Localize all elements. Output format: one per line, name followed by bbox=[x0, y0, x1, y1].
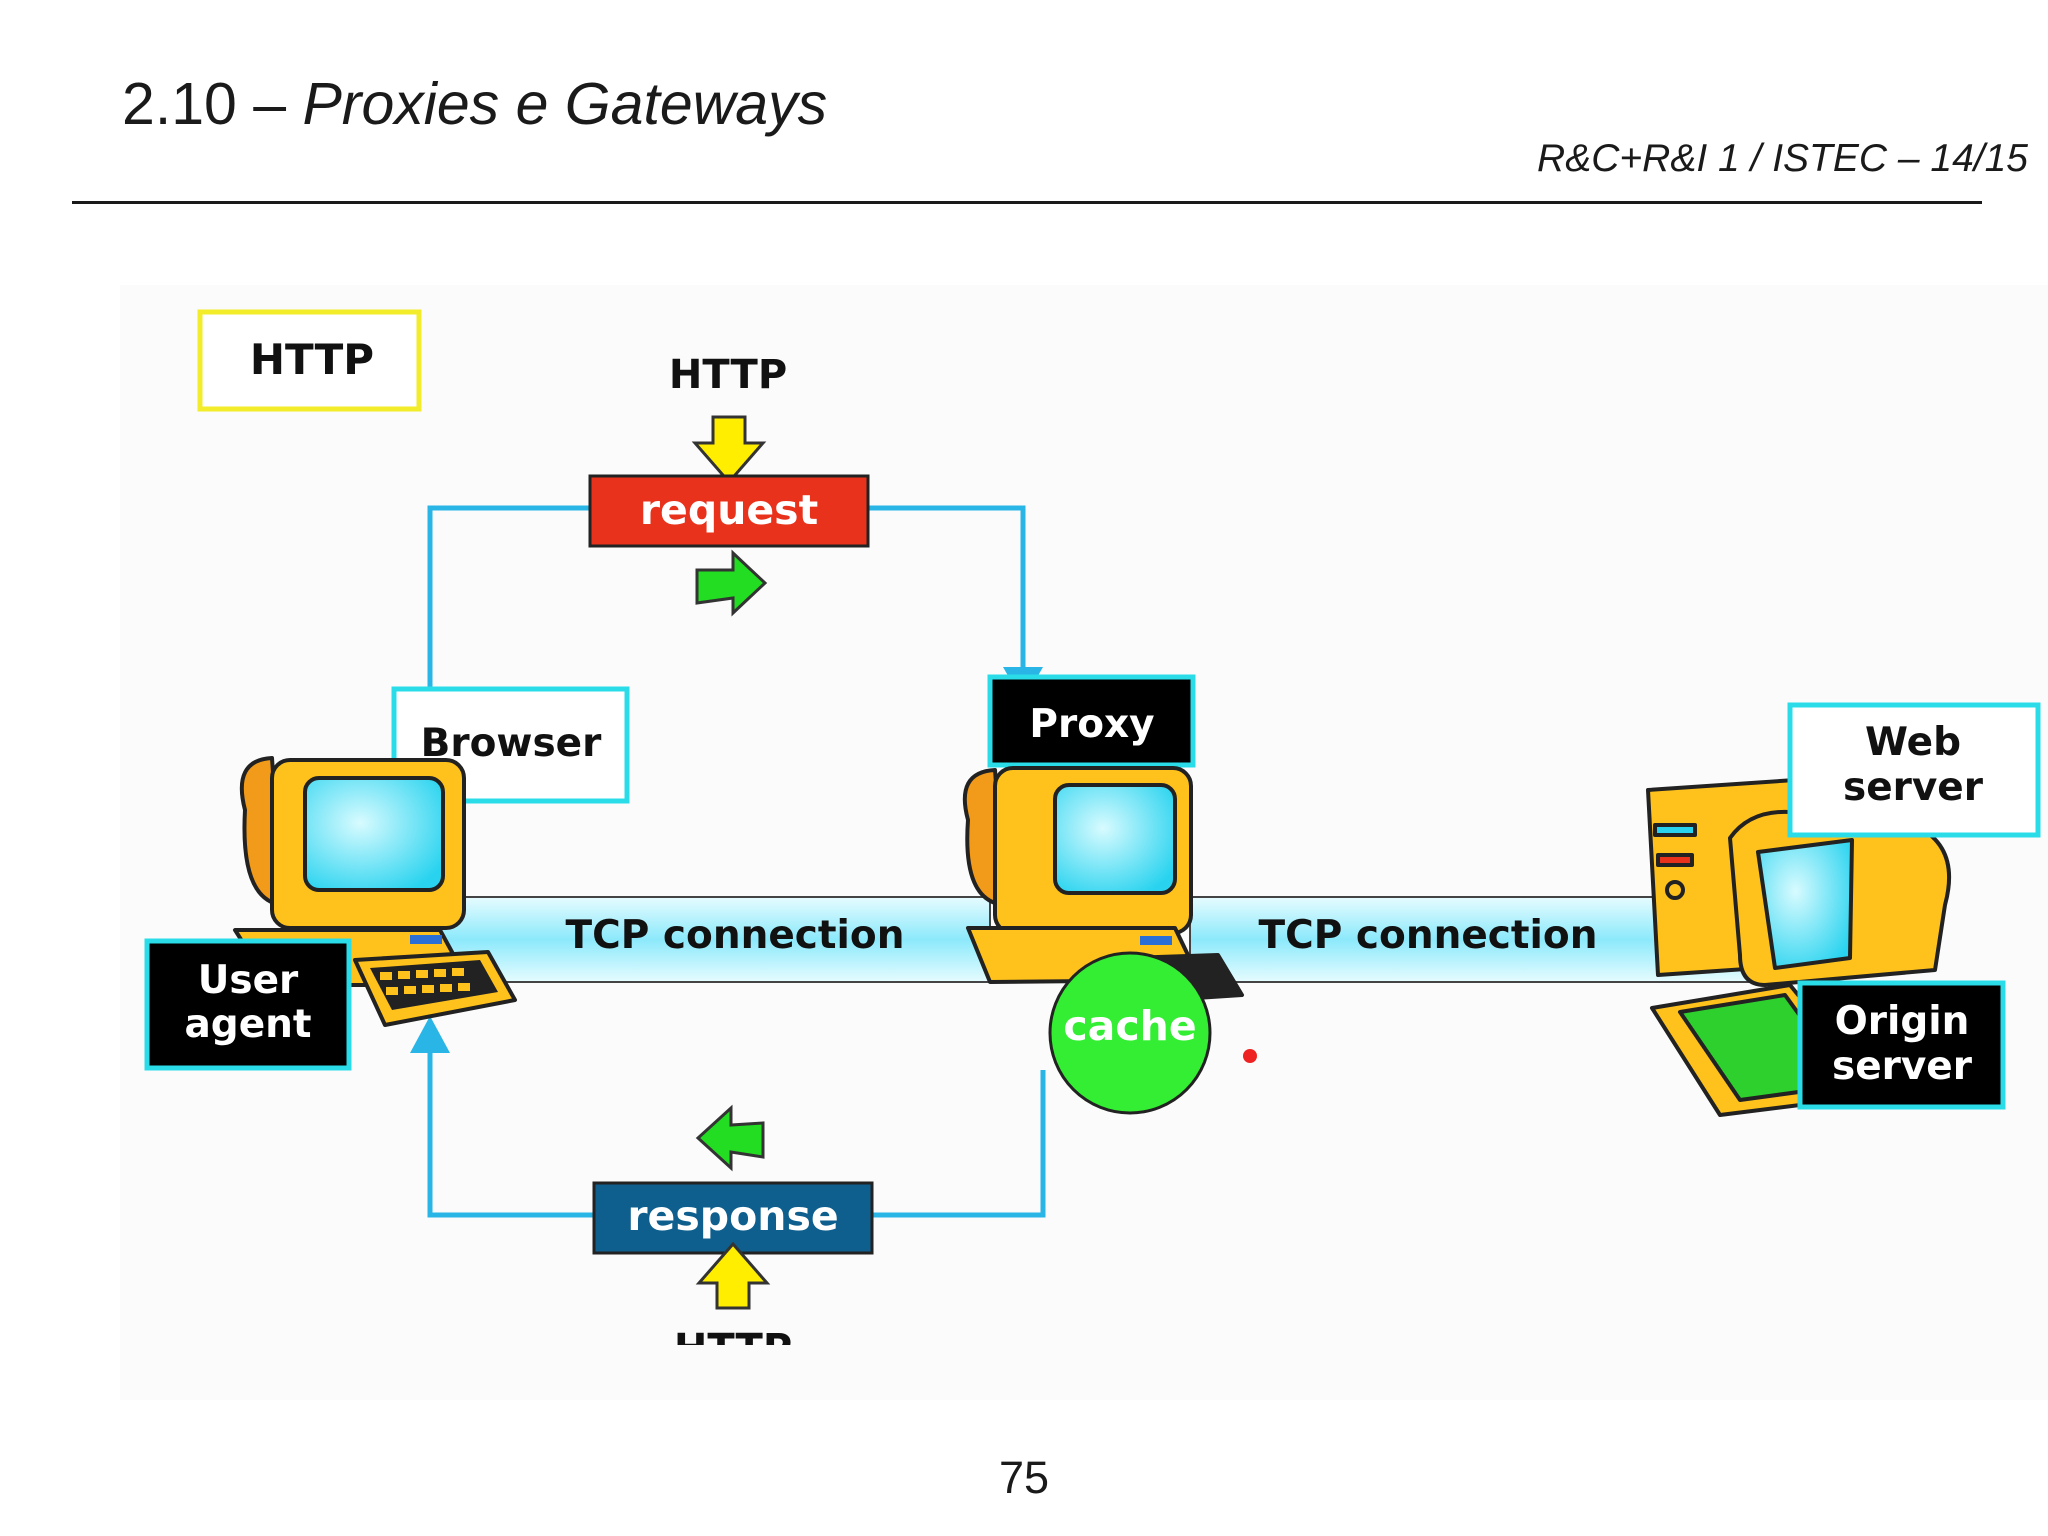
yellow-down-arrow-icon bbox=[691, 415, 767, 485]
response-label: response bbox=[627, 1192, 838, 1240]
red-dot bbox=[1243, 1049, 1257, 1063]
legend-label: HTTP bbox=[250, 335, 374, 384]
request-label: request bbox=[640, 486, 818, 534]
web-server-line-1: Web bbox=[1865, 720, 1961, 765]
response-box bbox=[592, 1181, 874, 1255]
browser-label: Browser bbox=[421, 721, 602, 766]
yellow-up-arrow-icon bbox=[695, 1241, 771, 1310]
user-agent-arrowhead bbox=[410, 1016, 450, 1053]
cache-circle bbox=[1048, 951, 1212, 1115]
tcp-right-label: TCP connection bbox=[1259, 913, 1598, 958]
green-right-arrow-icon bbox=[695, 549, 768, 617]
section-title: Proxies e Gateways bbox=[302, 71, 828, 137]
http-top-label: HTTP bbox=[669, 352, 787, 398]
response-loop-line bbox=[427, 1050, 1046, 1218]
course-label: R&C+R&I 1 / ISTEC – 14/15 bbox=[1537, 137, 2028, 180]
proxy-computer-icon bbox=[962, 766, 1244, 1002]
tcp-left-label: TCP connection bbox=[566, 913, 905, 958]
header-divider bbox=[72, 201, 1982, 204]
web-server-box bbox=[1787, 702, 2041, 838]
page-number: 75 bbox=[998, 1452, 1050, 1503]
http-bottom-label: HTTP bbox=[674, 1326, 792, 1372]
http-bottom-clip: HTTP bbox=[674, 1326, 792, 1372]
tcp-tube-left bbox=[429, 896, 991, 983]
keyboard-keys bbox=[380, 968, 470, 995]
user-agent-line-1: User bbox=[198, 958, 299, 1003]
origin-server-line-1: Origin bbox=[1835, 999, 1970, 1044]
proxy-box bbox=[987, 674, 1196, 768]
origin-server-line-2: server bbox=[1832, 1044, 1973, 1089]
user-agent-line-2: agent bbox=[184, 1002, 311, 1047]
origin-server-box bbox=[1797, 980, 2006, 1110]
section-number: 2.10 – bbox=[122, 71, 287, 137]
web-server-line-2: server bbox=[1843, 765, 1984, 810]
user-agent-box bbox=[144, 938, 352, 1071]
request-box bbox=[588, 474, 870, 548]
green-left-arrow-icon bbox=[695, 1104, 765, 1172]
legend-box bbox=[197, 309, 422, 412]
user-agent-computer-icon bbox=[233, 756, 517, 1027]
cache-label: cache bbox=[1063, 1002, 1196, 1050]
page-title: 2.10 – Proxies e Gateways bbox=[122, 70, 827, 138]
request-loop-line bbox=[427, 505, 1026, 690]
proxy-label: Proxy bbox=[1029, 702, 1154, 747]
